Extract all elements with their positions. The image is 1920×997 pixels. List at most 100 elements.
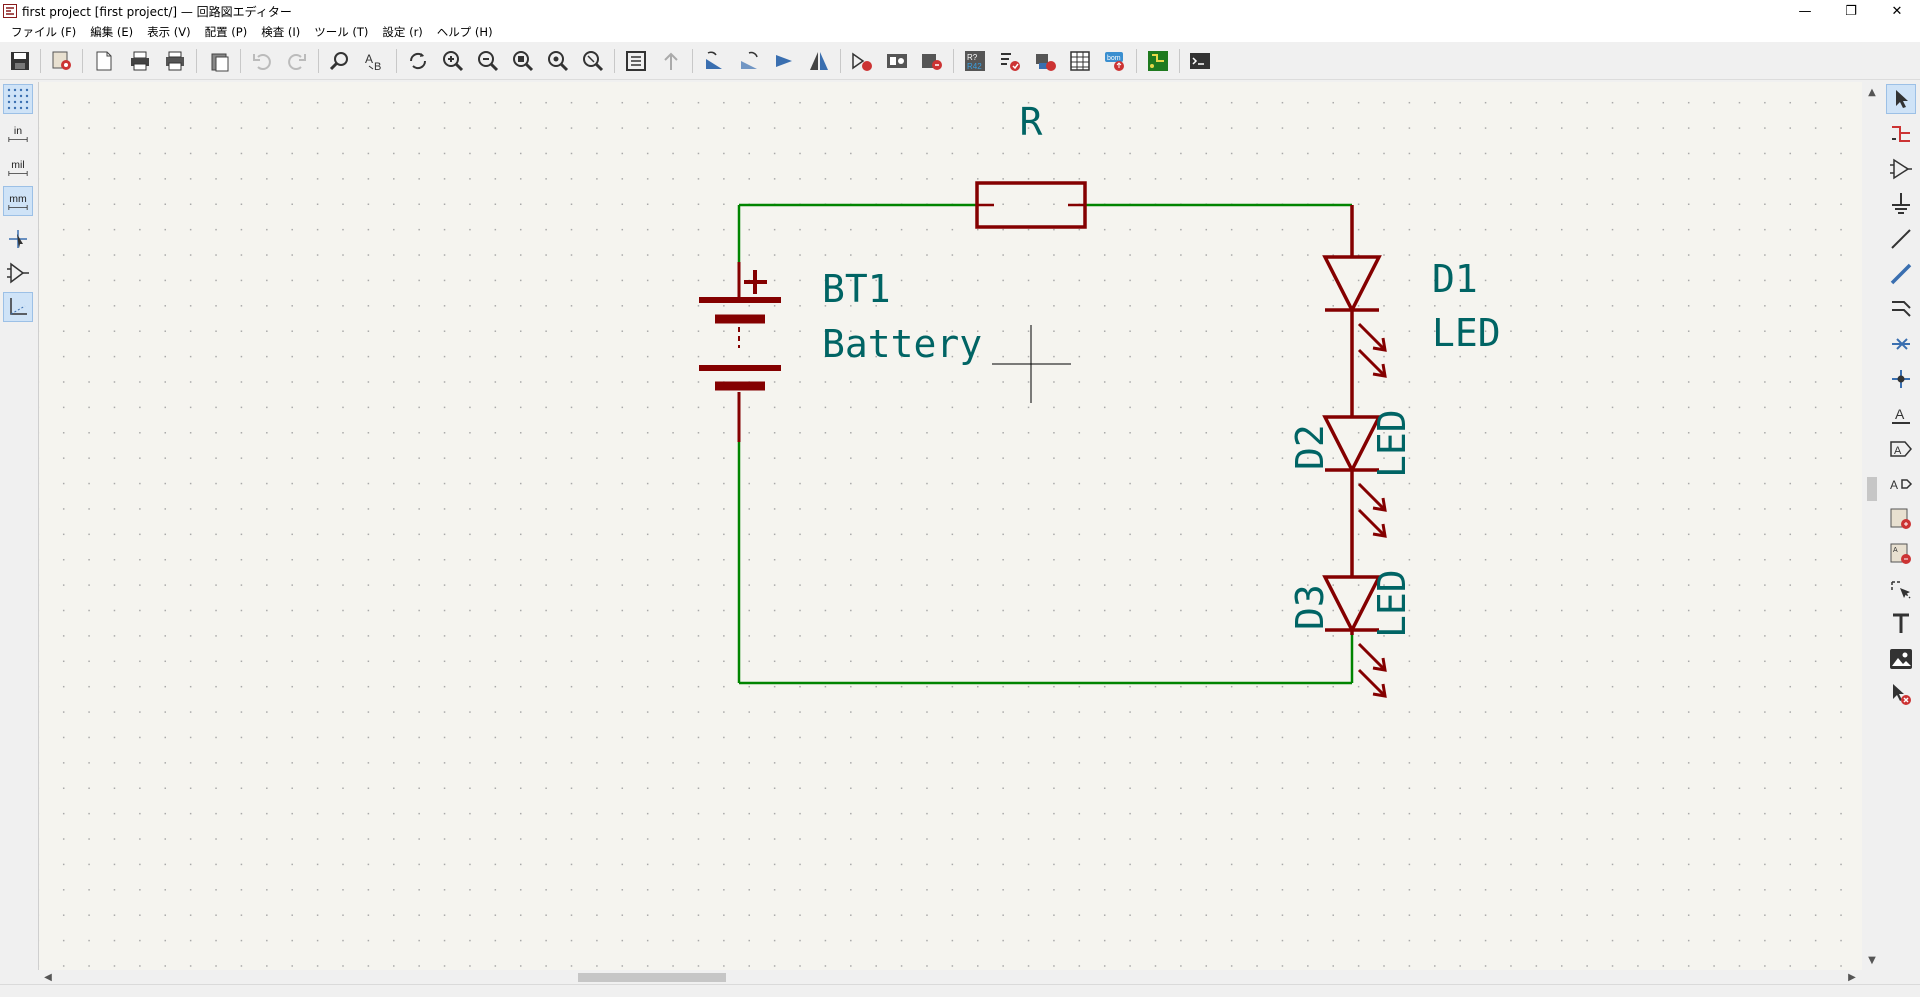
zoom-objects-icon[interactable] [544,47,572,75]
battery-bt1[interactable] [699,262,781,442]
led-d1[interactable] [1322,205,1387,378]
select-tool-icon[interactable] [1886,84,1916,114]
mirror-vertical-icon[interactable] [770,47,798,75]
erc-icon[interactable] [996,47,1024,75]
open-pcb-editor-icon[interactable] [1144,47,1172,75]
add-graphic-lines-icon[interactable] [1886,574,1916,604]
line-mode-icon[interactable] [3,292,33,322]
d2-reference[interactable]: D2 [1288,424,1332,470]
redo-icon[interactable] [283,47,311,75]
svg-text:A: A [1895,406,1905,422]
save-icon[interactable] [6,47,34,75]
scroll-left-arrow[interactable]: ◀ [44,971,52,983]
no-connect-icon[interactable] [1886,329,1916,359]
led-d3[interactable] [1322,535,1387,698]
rotate-cw-icon[interactable] [735,47,763,75]
menu-help[interactable]: ヘルプ (H) [436,25,493,39]
annotate-references-icon[interactable]: R?R42 [961,47,989,75]
units-inches-button[interactable]: in [3,118,33,148]
highlight-net-icon[interactable] [1886,119,1916,149]
kicad-app-icon [3,4,17,18]
scroll-right-arrow[interactable]: ▶ [1848,971,1856,983]
find-icon[interactable] [326,47,354,75]
d1-reference[interactable]: D1 [1432,257,1478,301]
units-mils-label: mil [11,158,25,171]
add-image-icon[interactable] [1886,644,1916,674]
vertical-scrollbar[interactable]: ▲ ▼ [1862,82,1882,970]
add-junction-icon[interactable] [1886,364,1916,394]
schematic-setup-icon[interactable] [48,47,76,75]
add-bus-icon[interactable] [1886,259,1916,289]
symbol-fields-table-icon[interactable] [1066,47,1094,75]
horizontal-scroll-thumb[interactable] [578,973,726,982]
status-bar [0,984,1920,997]
leave-sheet-icon[interactable] [657,47,685,75]
scripting-console-icon[interactable] [1186,47,1214,75]
undo-icon[interactable] [248,47,276,75]
units-millimeters-label: mm [9,192,27,205]
restore-button[interactable]: ❐ [1845,3,1857,19]
symbol-browser-icon[interactable] [883,47,911,75]
menu-edit[interactable]: 編集 (E) [90,25,134,39]
add-hierarchical-sheet-icon[interactable] [1886,504,1916,534]
menu-preferences[interactable]: 設定 (r) [382,25,423,39]
bt1-value[interactable]: Battery [822,322,982,366]
menu-place[interactable]: 配置 (P) [204,25,248,39]
horizontal-scrollbar[interactable]: ◀ ▶ [38,970,1862,984]
d2-value[interactable]: LED [1370,409,1414,478]
cursor-style-icon[interactable] [3,224,33,254]
add-text-icon[interactable] [1886,609,1916,639]
refresh-icon[interactable] [404,47,432,75]
paste-icon[interactable] [206,47,234,75]
svg-text:A: A [1890,478,1898,492]
close-button[interactable]: ✕ [1891,3,1903,19]
add-label-icon[interactable]: A [1886,399,1916,429]
add-power-icon[interactable] [1886,189,1916,219]
add-bus-entry-icon[interactable] [1886,294,1916,324]
add-wire-icon[interactable] [1886,224,1916,254]
menu-inspect[interactable]: 検査 (I) [261,25,301,39]
d3-reference[interactable]: D3 [1288,584,1332,630]
window-title: first project [first project/] — 回路図エディタ… [22,4,292,19]
import-sheet-pin-icon[interactable]: A [1886,539,1916,569]
scroll-down-arrow[interactable]: ▼ [1868,954,1876,966]
menu-tools[interactable]: ツール (T) [314,25,369,39]
delete-item-icon[interactable] [1886,679,1916,709]
plot-icon[interactable] [161,47,189,75]
menu-file[interactable]: ファイル (F) [11,25,77,39]
add-hierarchical-label-icon[interactable]: A [1886,469,1916,499]
hierarchy-navigator-icon[interactable] [622,47,650,75]
symbol-editor-icon[interactable] [848,47,876,75]
minimize-button[interactable]: — [1798,3,1812,19]
menu-view[interactable]: 表示 (V) [147,25,191,39]
zoom-in-icon[interactable] [439,47,467,75]
generate-bom-icon[interactable]: bom [1101,47,1129,75]
zoom-fit-icon[interactable] [509,47,537,75]
led-d2[interactable] [1322,374,1387,538]
zoom-selection-icon[interactable] [579,47,607,75]
show-hidden-pins-icon[interactable] [3,258,33,288]
page-settings-icon[interactable] [90,47,118,75]
zoom-out-icon[interactable] [474,47,502,75]
assign-footprints-icon[interactable] [1031,47,1059,75]
rotate-ccw-icon[interactable] [700,47,728,75]
units-mils-button[interactable]: mil [3,152,33,182]
vertical-scroll-thumb[interactable] [1867,477,1877,501]
mirror-horizontal-icon[interactable] [805,47,833,75]
add-symbol-icon[interactable] [1886,154,1916,184]
add-global-label-icon[interactable]: A [1886,434,1916,464]
grid-toggle-icon[interactable] [3,84,33,114]
r1-value[interactable]: R [1020,100,1043,144]
d3-value[interactable]: LED [1370,569,1414,638]
d1-value[interactable]: LED [1432,311,1501,355]
resistor-r1[interactable] [975,181,1087,229]
print-icon[interactable] [126,47,154,75]
right-toolbar: A A A A [1882,82,1920,982]
bt1-reference[interactable]: BT1 [822,267,891,311]
scroll-up-arrow[interactable]: ▲ [1868,86,1876,98]
annotate-icon[interactable] [918,47,946,75]
svg-text:R?: R? [967,53,978,62]
units-millimeters-button[interactable]: mm [3,186,33,216]
schematic-canvas[interactable]: R1 R BT1 Battery D1 LED [38,82,1862,970]
